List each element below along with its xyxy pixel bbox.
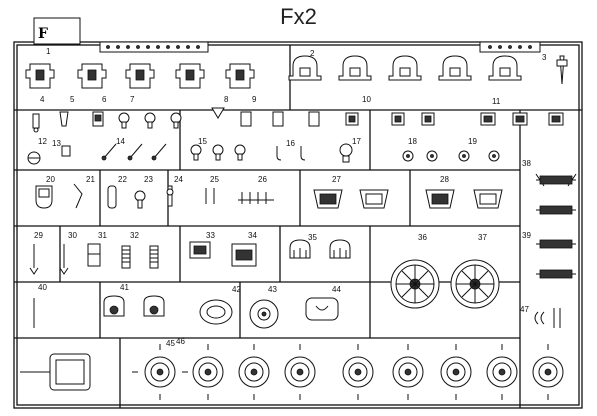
part-label-26: 26 (258, 175, 267, 184)
part-label-25: 25 (210, 175, 219, 184)
part-label-44: 44 (332, 285, 341, 294)
row-2-parts (32, 107, 564, 133)
part-label-41: 41 (120, 283, 129, 292)
part-38-39-group (535, 173, 577, 279)
part-label-13: 13 (52, 139, 61, 148)
part-label-37: 37 (478, 233, 487, 242)
part-label-17: 17 (352, 137, 361, 146)
part-label-2: 2 (310, 49, 315, 58)
row-5-parts (29, 239, 500, 309)
part-label-22: 22 (118, 175, 127, 184)
part-label-35: 35 (308, 233, 317, 242)
part-label-29: 29 (34, 231, 43, 240)
part-label-43: 43 (268, 285, 277, 294)
part-label-46: 46 (176, 337, 185, 346)
part-label-18: 18 (408, 137, 417, 146)
part-label-14: 14 (116, 137, 125, 146)
part-label-24: 24 (174, 175, 183, 184)
part-label-9: 9 (252, 95, 257, 104)
sprue-frame (13, 17, 583, 409)
part-label-5: 5 (70, 95, 75, 104)
part-label-21: 21 (86, 175, 95, 184)
part-label-28: 28 (440, 175, 449, 184)
part-label-27: 27 (332, 175, 341, 184)
frame-letter: F (38, 26, 48, 42)
row-6-parts (33, 295, 561, 329)
part-label-7: 7 (130, 95, 135, 104)
part-label-6: 6 (102, 95, 107, 104)
part-label-30: 30 (68, 231, 77, 240)
part-label-10: 10 (362, 95, 371, 104)
part-label-42: 42 (232, 285, 241, 294)
part-label-4: 4 (40, 95, 45, 104)
sprue-title: Fx2 (280, 4, 317, 29)
row-3-parts (27, 143, 500, 165)
part-label-47: 47 (520, 305, 529, 314)
row-4-parts (35, 183, 503, 209)
part-label-40: 40 (38, 283, 47, 292)
part-label-1: 1 (46, 47, 51, 56)
part-label-32: 32 (130, 231, 139, 240)
sprue-marks (106, 45, 532, 49)
part-label-45: 45 (166, 339, 175, 348)
part-3 (556, 55, 568, 85)
part-label-12: 12 (38, 137, 47, 146)
part-label-3: 3 (542, 53, 547, 62)
part-label-8: 8 (224, 95, 229, 104)
part-label-33: 33 (206, 231, 215, 240)
part-label-36: 36 (418, 233, 427, 242)
part-number-labels: 1 2 3 4 5 6 7 8 9 10 11 12 13 14 15 16 1… (34, 47, 547, 348)
part-label-38: 38 (522, 159, 531, 168)
part-label-16: 16 (286, 139, 295, 148)
part-label-20: 20 (46, 175, 55, 184)
part-label-31: 31 (98, 231, 107, 240)
part-label-15: 15 (198, 137, 207, 146)
part-label-19: 19 (468, 137, 477, 146)
part-label-11: 11 (492, 97, 501, 106)
part-label-23: 23 (144, 175, 153, 184)
part-label-39: 39 (522, 231, 531, 240)
part-46-group (132, 344, 564, 400)
part-label-34: 34 (248, 231, 257, 240)
bottom-left-box (20, 353, 91, 391)
part-1-group (25, 63, 255, 89)
part-2-group (288, 55, 522, 81)
